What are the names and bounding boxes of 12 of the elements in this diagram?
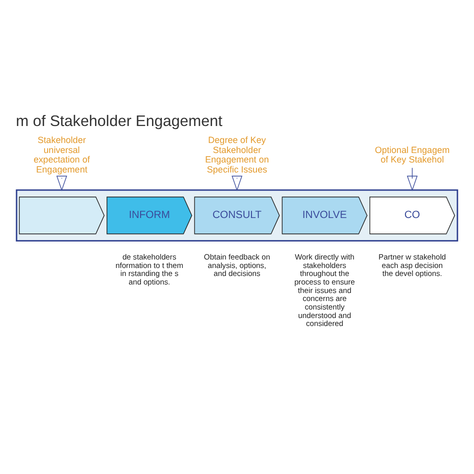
node-label: Obtain feedback on analysis, options, and decisions: [204, 252, 270, 278]
node-label: Work directly with stakeholders throughout the process to ensure their issues and concerns are consistently understood and considered: [294, 252, 355, 328]
node-label: de stakeholders nformation to t them in rstanding the s and options.: [115, 252, 184, 286]
diagram-title: m of Stakeholder Engagement: [16, 112, 222, 130]
cluster: [16, 189, 458, 242]
arrow: [232, 176, 242, 192]
arrow: [406, 168, 418, 192]
node-text: Stakeholder universal expectation of Engagement: [34, 135, 90, 174]
node-label: Partner w stakehold each asp decision the devel options.: [378, 252, 446, 278]
node-text: Optional Engagem of Key Stakehol: [374, 144, 450, 165]
node-chevron: [18, 196, 105, 234]
node-text: Degree of Key Stakeholder Engagement on Specific Issues: [205, 135, 269, 174]
